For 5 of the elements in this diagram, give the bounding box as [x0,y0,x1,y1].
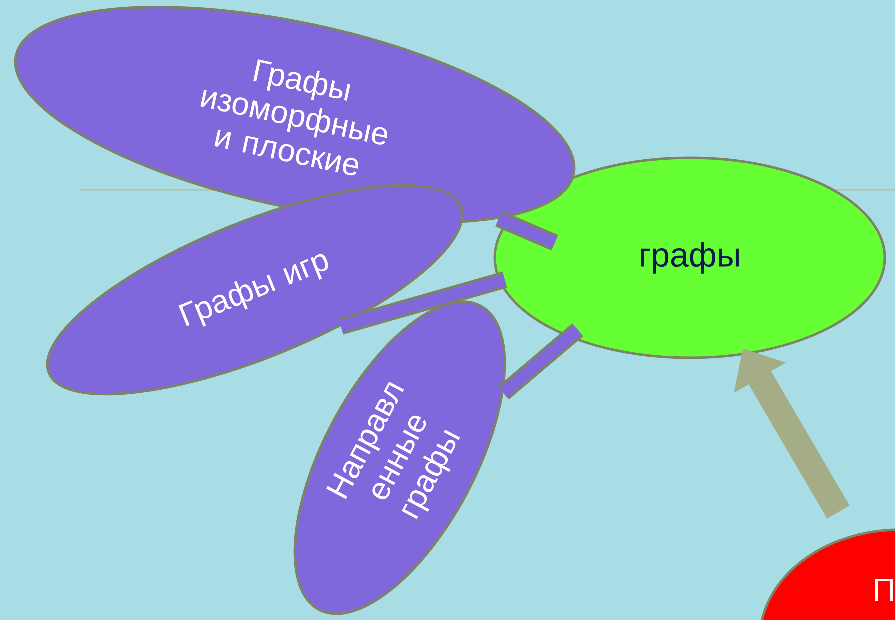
callout-tail [496,211,558,251]
oval-box: П [758,528,895,620]
callout-tail [338,272,508,335]
oval-box: графы [494,156,886,360]
callout-tail [498,324,584,400]
